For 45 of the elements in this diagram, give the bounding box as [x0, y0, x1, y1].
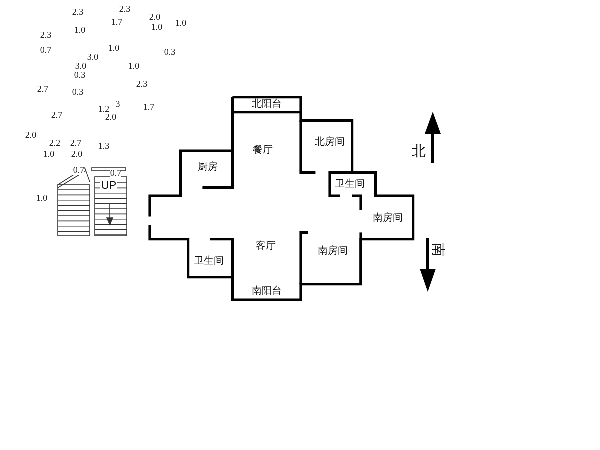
dimension-number: 1.0	[36, 193, 48, 203]
room-label: 卫生间	[194, 254, 224, 268]
compass-label: 南	[429, 243, 447, 257]
room-label: 北阳台	[252, 98, 282, 111]
dimension-number: 3.0	[87, 52, 99, 62]
room-label: 南阳台	[252, 284, 282, 298]
dimension-number: 1.7	[111, 17, 123, 27]
room-label: 客厅	[256, 240, 276, 253]
dimension-number: 1.0	[128, 61, 140, 71]
dimension-number: 0.3	[74, 70, 86, 80]
room-label: 南房间	[318, 244, 348, 258]
room-label: 北房间	[315, 136, 345, 149]
dimension-number: 2.3	[40, 30, 52, 40]
dimension-number: 2.3	[119, 4, 131, 14]
dimension-number: 2.7	[51, 110, 63, 120]
dimension-number: 1.0	[108, 43, 120, 53]
dimension-number: 2.3	[136, 79, 148, 89]
room-label: 餐厅	[253, 144, 273, 157]
dimension-number: 3	[116, 99, 120, 109]
dimension-number: 2.3	[72, 7, 84, 17]
dimension-number: 1.0	[151, 22, 163, 32]
dimension-number: 1.7	[143, 102, 155, 112]
dimension-number: 0.3	[72, 87, 84, 97]
dimension-number: 1.0	[74, 25, 86, 35]
dimension-number: 1.0	[175, 18, 187, 28]
dimension-number: 0.7	[40, 45, 52, 55]
dimension-number: 0.7	[73, 165, 85, 175]
dimension-number: 2.0	[105, 112, 117, 122]
dimension-number: 2.0	[25, 130, 37, 140]
dimension-number: 2.7	[70, 138, 82, 148]
compass-label: 北	[412, 143, 426, 161]
room-label: 南房间	[373, 212, 403, 225]
dimension-number: 2.0	[71, 149, 83, 159]
room-label: 卫生间	[335, 178, 365, 191]
dimension-number: 0.7	[110, 168, 122, 178]
dimension-number: 2.2	[49, 138, 61, 148]
dimension-number: 1.0	[43, 149, 55, 159]
stair-label: UP	[100, 180, 118, 192]
dimension-number: 1.2	[98, 104, 110, 114]
dimension-number: 2.7	[37, 84, 49, 94]
dimension-number: 3.0	[75, 61, 87, 71]
dimension-number: 2.0	[149, 12, 161, 22]
dimension-number: 1.3	[98, 141, 110, 151]
dimension-number: 0.3	[164, 47, 176, 57]
room-label: 厨房	[198, 160, 218, 174]
